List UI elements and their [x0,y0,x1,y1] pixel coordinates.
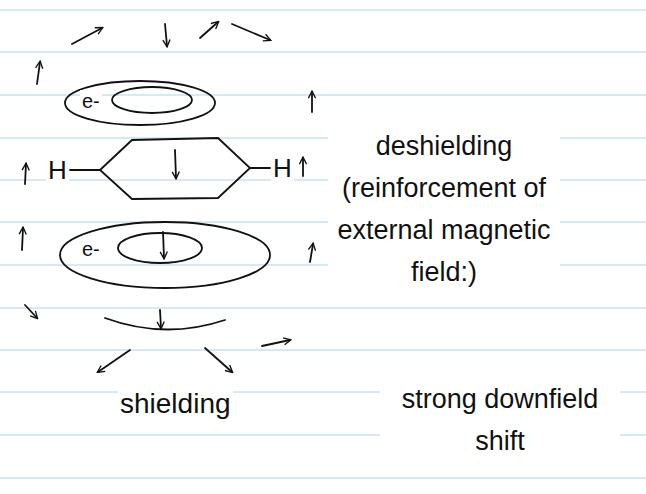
electron-label: e- [80,90,102,113]
ring-drawing [60,81,270,330]
atom-label: H [46,155,69,186]
shielding-note: shielding [118,388,233,420]
deshielding-note: deshielding (reinforcement of external m… [328,125,560,293]
electron-label: e- [80,238,102,261]
field-arrows [22,22,313,372]
ruled-lines [0,10,646,478]
shift-note: strong downfield shift [380,378,620,462]
atom-label: H [271,153,294,184]
